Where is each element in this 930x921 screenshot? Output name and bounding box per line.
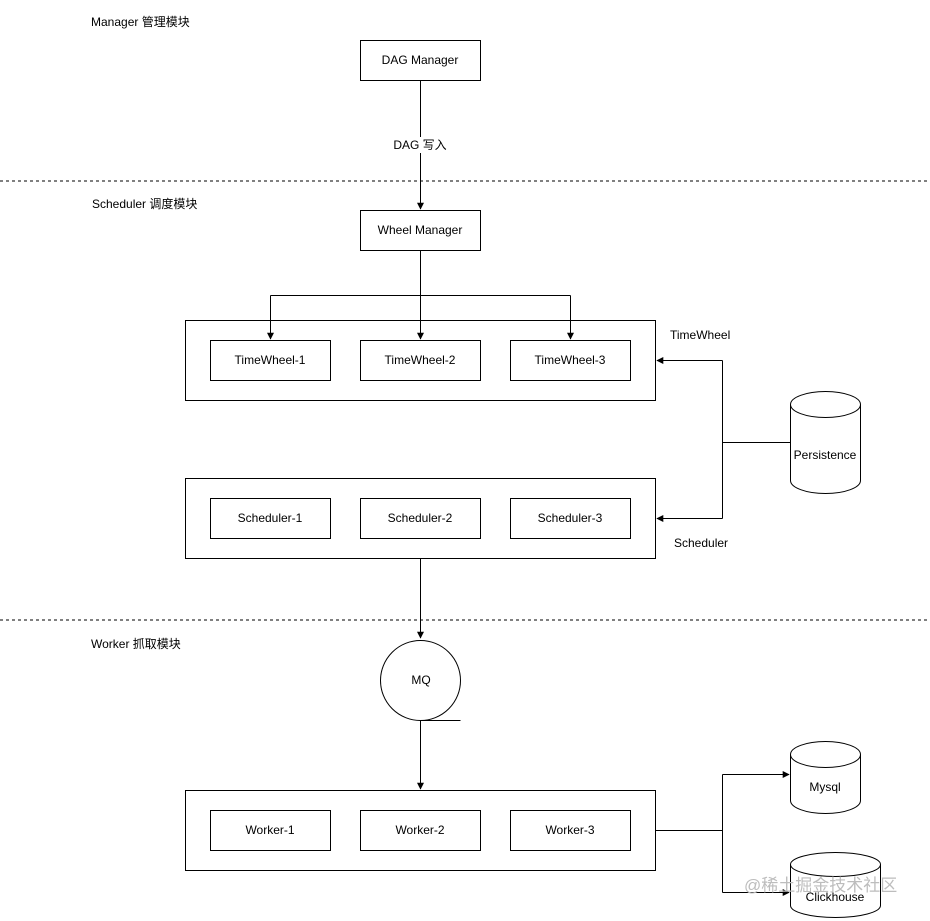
section-label-scheduler: Scheduler 调度模块 [92,197,198,211]
scheduler-2-box [360,498,481,539]
persistence-label: Persistence [793,448,857,462]
scheduler-3-label: Scheduler-3 [537,511,603,525]
persistence-cylinder [790,391,861,494]
edge-label-dag-write: DAG 写入 [391,137,449,153]
scheduler-1-label: Scheduler-1 [237,511,303,525]
timewheel-3-label: TimeWheel-3 [534,353,606,367]
clickhouse-cylinder [790,852,881,918]
section-label-manager: Manager 管理模块 [91,15,190,29]
worker-3-label: Worker-3 [545,823,595,837]
timewheel-3-box [510,340,631,381]
timewheel-group-label: TimeWheel [670,328,731,342]
mysql-label: Mysql [809,780,841,794]
clickhouse-label: Clickhouse [805,890,865,904]
mysql-cylinder [790,741,861,814]
section-label-worker: Worker 抓取模块 [91,637,181,651]
scheduler-3-box [510,498,631,539]
timewheel-1-box [210,340,331,381]
wheel-manager-box [360,210,481,251]
worker-1-box [210,810,331,851]
timewheel-group-box [185,320,656,401]
worker-1-label: Worker-1 [245,823,295,837]
timewheel-2-box [360,340,481,381]
worker-3-box [510,810,631,851]
timewheel-2-label: TimeWheel-2 [384,353,456,367]
worker-2-label: Worker-2 [395,823,445,837]
scheduler-group-label: Scheduler [674,536,729,550]
worker-2-box [360,810,481,851]
wheel-manager-label: Wheel Manager [377,223,463,237]
timewheel-1-label: TimeWheel-1 [234,353,306,367]
scheduler-2-label: Scheduler-2 [387,511,453,525]
mq-label: MQ [411,673,431,687]
dag-manager-label: DAG Manager [381,53,459,67]
watermark: @稀土掘金技术社区 [744,876,898,895]
scheduler-1-box [210,498,331,539]
